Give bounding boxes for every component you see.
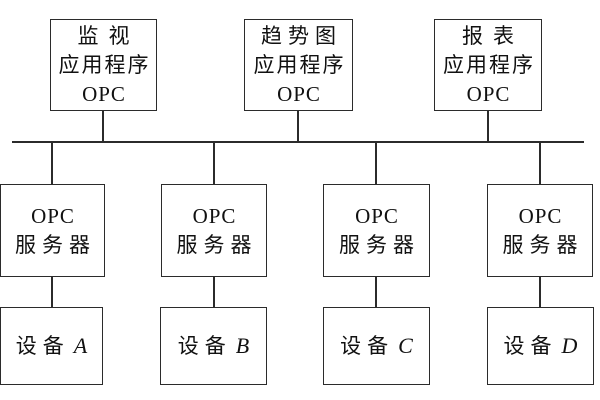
app-box-report: 报表 应用程序 OPC (434, 19, 542, 111)
app-monitor-line2: 应用程序 (58, 52, 151, 77)
connector-bus-srv1 (51, 141, 53, 184)
server1-line1: OPC (31, 203, 75, 228)
app-monitor-line1: 监视 (77, 23, 140, 48)
device-box-a: 设备 A (0, 307, 103, 385)
device-d-name: 设备 (503, 334, 558, 358)
device-d-letter: D (561, 333, 578, 358)
device-c-name: 设备 (340, 334, 395, 358)
connector-srv1-dev1 (51, 277, 53, 307)
device-b-letter: B (235, 333, 250, 358)
server2-line2: 服务器 (176, 232, 258, 257)
app-box-trend: 趋势图 应用程序 OPC (244, 19, 353, 111)
connector-app2-bus (297, 111, 299, 142)
server1-line2: 服务器 (15, 232, 96, 257)
device-box-c: 设备 C (323, 307, 430, 385)
connector-bus-srv3 (375, 141, 377, 184)
app-box-monitor: 监视 应用程序 OPC (50, 19, 157, 111)
server-box-3: OPC 服务器 (323, 184, 430, 277)
device-c-letter: C (398, 333, 413, 358)
connector-bus-srv2 (213, 141, 215, 184)
connector-srv3-dev3 (375, 277, 377, 307)
app-trend-line3: OPC (277, 81, 321, 106)
server2-line1: OPC (192, 203, 237, 228)
app-trend-line1: 趋势图 (261, 23, 342, 48)
server4-line1: OPC (518, 203, 563, 228)
device-box-d: 设备 D (487, 307, 594, 385)
connector-srv4-dev4 (539, 277, 541, 307)
server4-line2: 服务器 (502, 232, 584, 257)
device-a-name: 设备 (15, 334, 70, 358)
bus-line (12, 141, 584, 143)
server3-line1: OPC (355, 203, 399, 228)
app-trend-line2: 应用程序 (253, 52, 346, 77)
server3-line2: 服务器 (339, 232, 420, 257)
server-box-1: OPC 服务器 (0, 184, 105, 277)
device-box-b: 设备 B (160, 307, 267, 385)
app-report-line1: 报表 (462, 23, 524, 48)
app-report-line3: OPC (466, 81, 511, 106)
connector-srv2-dev2 (213, 277, 215, 307)
connector-app1-bus (102, 111, 104, 142)
connector-bus-srv4 (539, 141, 541, 184)
server-box-2: OPC 服务器 (161, 184, 267, 277)
app-report-line2: 应用程序 (443, 52, 535, 77)
app-monitor-line3: OPC (82, 81, 126, 106)
server-box-4: OPC 服务器 (487, 184, 593, 277)
device-b-name: 设备 (177, 334, 232, 358)
device-a-letter: A (73, 333, 88, 358)
connector-app3-bus (487, 111, 489, 142)
